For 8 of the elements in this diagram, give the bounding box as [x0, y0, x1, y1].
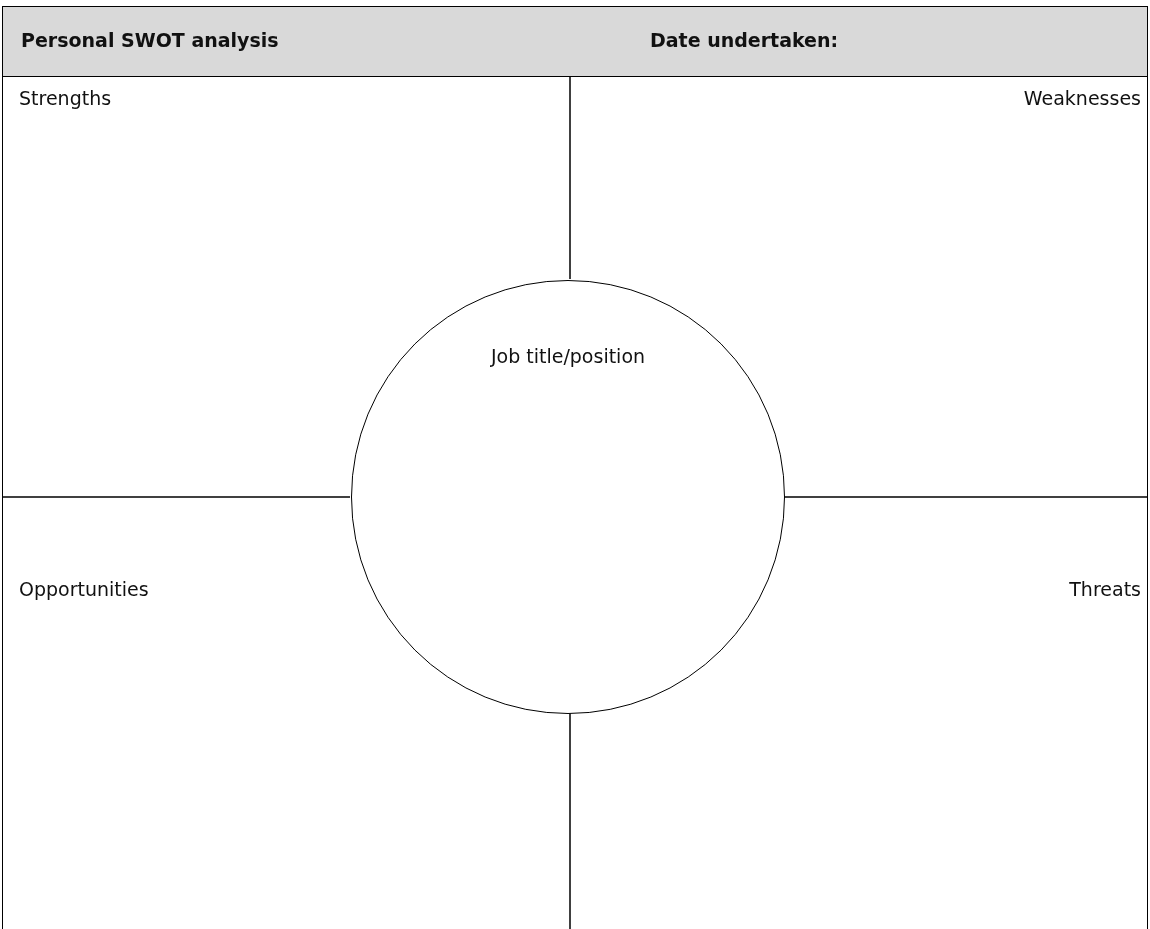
- header-text: Date undertaken:: [650, 29, 839, 51]
- quadrant-heading: Weaknesses: [1023, 87, 1141, 109]
- header-band: [3, 7, 1147, 77]
- quadrant-heading: Threats: [1069, 578, 1141, 600]
- circle-text: Job title/position: [490, 345, 646, 369]
- quadrant-heading: Opportunities: [19, 578, 149, 600]
- quadrant-heading: Strengths: [19, 87, 112, 109]
- header-text: Personal SWOT analysis: [21, 29, 279, 51]
